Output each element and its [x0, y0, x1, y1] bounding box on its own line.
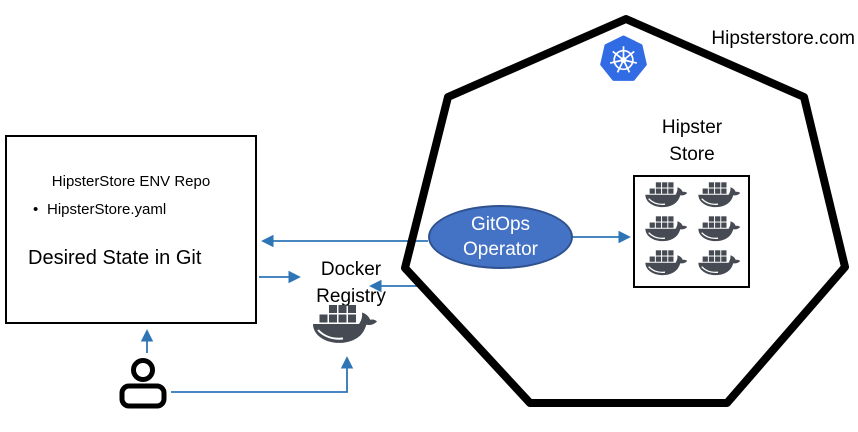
docker-registry-label: Docker Registry [301, 256, 401, 310]
hipster-store-pod-box [633, 175, 750, 288]
person-icon [119, 358, 167, 409]
arrow-user-to-registry [171, 356, 354, 393]
hipster-store-label-line2: Store [669, 144, 715, 165]
env-repo-box: HipsterStore ENV Repo • HipsterStore.yaml… [5, 135, 257, 324]
kubernetes-cluster-boundary [401, 15, 849, 407]
docker-registry-line1: Docker [320, 259, 382, 280]
pod-docker-whale-icon [642, 215, 688, 249]
kubernetes-helm-wheel-icon [600, 35, 647, 81]
env-repo-yaml-label: HipsterStore.yaml [47, 201, 167, 218]
cluster-domain-label: Hipsterstore.com [711, 28, 855, 49]
env-repo-title: HipsterStore ENV Repo [51, 173, 211, 190]
pod-docker-whale-icon [695, 249, 741, 283]
pod-grid [635, 177, 748, 286]
docker-registry-line2: Registry [316, 286, 386, 307]
hipster-store-label-line1: Hipster [661, 117, 723, 138]
bullet-dot: • [33, 201, 39, 218]
docker-whale-icon [309, 303, 377, 355]
gitops-operator-node: GitOps Operator [428, 205, 573, 269]
hipster-store-label: Hipster Store [633, 114, 751, 168]
gitops-operator-line2: Operator [463, 239, 538, 260]
pod-docker-whale-icon [695, 215, 741, 249]
pod-docker-whale-icon [642, 181, 688, 215]
env-repo-bullet-item: • HipsterStore.yaml [33, 201, 166, 218]
gitops-operator-line1: GitOps [470, 214, 531, 235]
env-repo-caption: Desired State in Git [28, 247, 202, 269]
pod-docker-whale-icon [695, 181, 741, 215]
pod-docker-whale-icon [642, 249, 688, 283]
